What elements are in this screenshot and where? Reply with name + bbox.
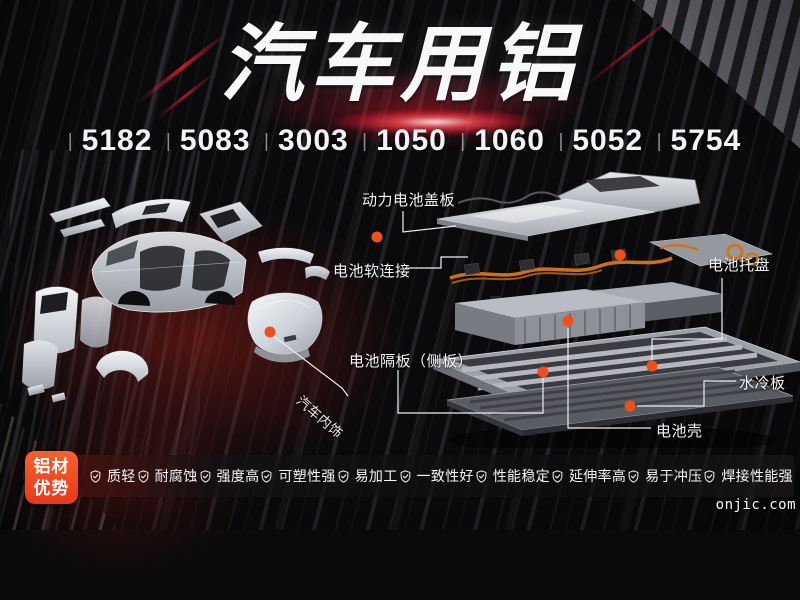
shield-check-icon <box>552 469 563 483</box>
alloy-number: |1060 <box>460 124 545 157</box>
advantage-badge-line1: 铝材 <box>33 457 70 477</box>
advantage-item: 强度高 <box>198 466 260 486</box>
alloy-number: |3003 <box>264 124 349 157</box>
alloy-number: |5052 <box>558 124 644 157</box>
alloy-separator: | <box>264 131 269 152</box>
shield-check-icon <box>476 469 487 483</box>
advantage-item: 可塑性强 <box>259 466 335 486</box>
advantage-item: 质轻 <box>88 466 136 486</box>
label-water-cooling-plate: 水冷板 <box>739 375 786 392</box>
shield-check-icon <box>90 469 101 483</box>
watermark: onjic.com <box>715 497 796 513</box>
alloy-separator: | <box>558 131 564 152</box>
advantage-item: 焊接性能强 <box>702 466 793 486</box>
hero-header: 汽车用铝 <box>0 20 800 108</box>
advantage-item: 一致性好 <box>398 466 474 486</box>
label-battery-tray: 电池托盘 <box>708 257 771 274</box>
advantage-item: 易于冲压 <box>626 466 702 486</box>
advantage-badge: 铝材 优势 <box>25 451 78 504</box>
advantage-item: 延伸率高 <box>550 466 626 486</box>
label-soft-connector: 电池软连接 <box>333 263 411 280</box>
advantage-list: 质轻 耐腐蚀 强度高 可塑性强 <box>88 455 793 497</box>
label-battery-cover: 动力电池盖板 <box>362 192 456 209</box>
alloy-separator: | <box>656 131 662 152</box>
shield-check-icon <box>400 469 410 483</box>
label-separator-plate: 电池隔板（侧板） <box>349 353 474 370</box>
advantage-item: 性能稳定 <box>474 466 550 486</box>
shield-check-icon <box>138 469 148 483</box>
page-title: 汽车用铝 <box>219 17 580 111</box>
alloy-separator: | <box>67 131 73 152</box>
alloy-separator: | <box>460 131 466 152</box>
advantage-item: 易加工 <box>336 466 398 486</box>
alloy-separator: | <box>362 131 368 152</box>
alloy-number: |5754 <box>656 124 742 157</box>
advantage-item: 耐腐蚀 <box>136 466 198 486</box>
shield-check-icon <box>628 469 639 483</box>
shield-check-icon <box>704 469 715 483</box>
alloy-number: |5182 <box>67 124 153 157</box>
red-lens-flare <box>295 103 575 141</box>
car-body-exploded-illustration <box>22 197 330 403</box>
battery-pack-exploded-illustration <box>431 171 800 448</box>
alloy-separator: | <box>165 131 171 152</box>
alloy-number-list: |5182 |5083 |3003 |1050 |1060 |5052 |575… <box>0 124 800 158</box>
alloy-number: |1050 <box>362 124 447 157</box>
shield-check-icon <box>200 469 210 483</box>
shield-check-icon <box>262 469 272 483</box>
shield-check-icon <box>338 469 348 483</box>
alloy-number: |5083 <box>165 124 251 157</box>
advantage-bar <box>44 455 794 497</box>
advantage-badge-line2: 优势 <box>33 478 70 498</box>
label-battery-shell: 电池壳 <box>656 423 703 440</box>
